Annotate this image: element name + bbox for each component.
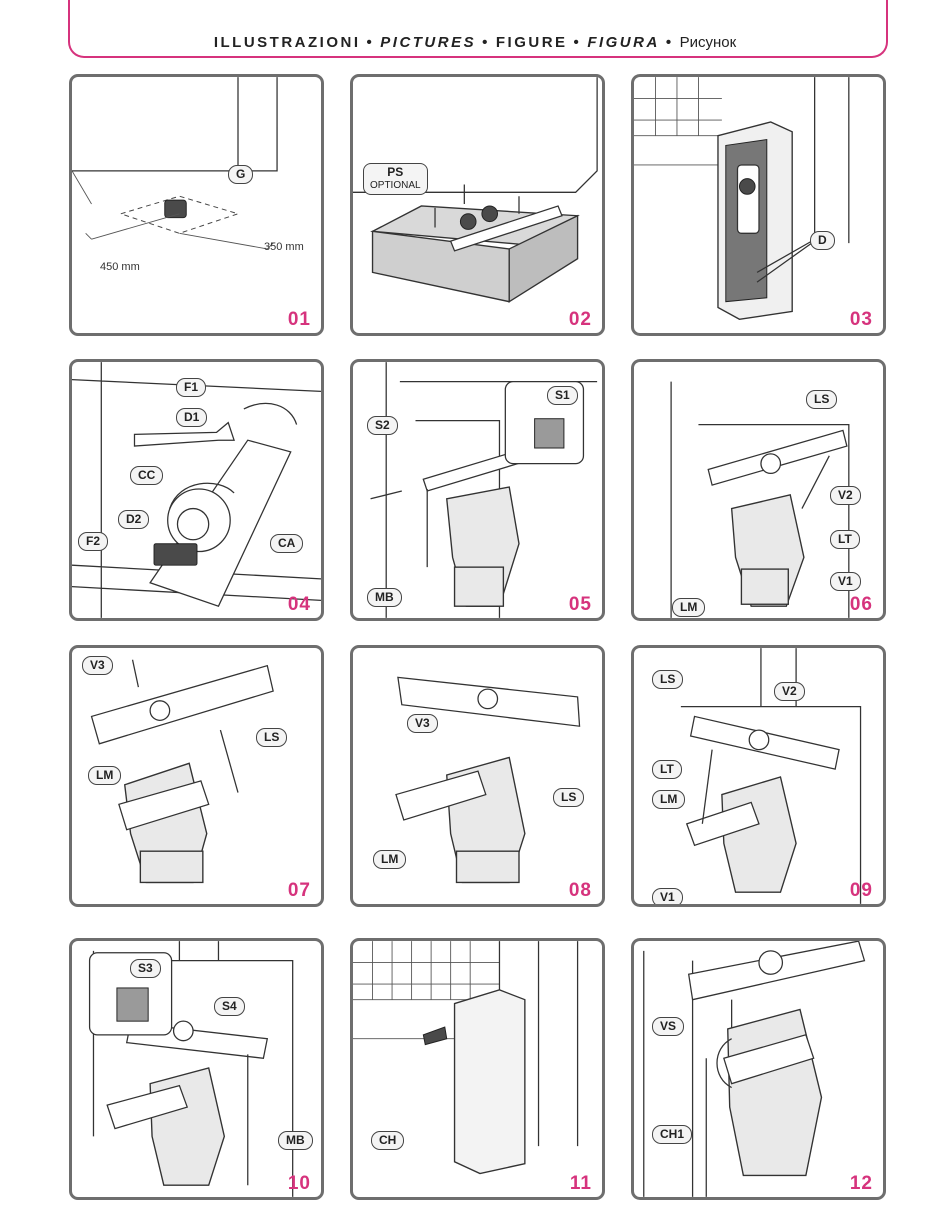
callout-ls: LS: [553, 788, 584, 807]
figure-number: 02: [569, 309, 592, 331]
callout-vs: VS: [652, 1017, 684, 1036]
figure-panel-12: VS CH1 12: [631, 938, 886, 1200]
figure-panel-11: CH 11: [350, 938, 605, 1200]
figure-number: 03: [850, 309, 873, 331]
callout-mb: MB: [278, 1131, 313, 1150]
callout-lm: LM: [373, 850, 406, 869]
title-russian: Рисунок: [680, 34, 737, 51]
callout-mb: MB: [367, 588, 402, 607]
figure-panel-02: PS OPTIONAL 02: [350, 74, 605, 336]
figure-number: 01: [288, 309, 311, 331]
callout-s3: S3: [130, 959, 161, 978]
callout-v3: V3: [407, 714, 438, 733]
title-english: PICTURES: [380, 34, 476, 51]
callout-ch: CH: [371, 1131, 404, 1150]
title-french: FIGURE: [496, 34, 568, 51]
figure-panel-07: V3 LS LM 07: [69, 645, 324, 907]
figure-panel-09: LS V2 LT LM V1 09: [631, 645, 886, 907]
callout-lt: LT: [830, 530, 860, 549]
figure-number: 11: [570, 1173, 592, 1195]
callout-lm: LM: [88, 766, 121, 785]
callout-v3: V3: [82, 656, 113, 675]
figure-02-illustration: [353, 77, 602, 333]
callout-f2: F2: [78, 532, 108, 551]
figure-panel-05: S2 S1 MB 05: [350, 359, 605, 621]
ps-optional-label: OPTIONAL: [370, 179, 421, 192]
figure-01-illustration: [72, 77, 321, 333]
figure-number: 04: [288, 594, 311, 616]
callout-s4: S4: [214, 997, 245, 1016]
callout-ls: LS: [806, 390, 837, 409]
figure-panel-08: V3 LS LM 08: [350, 645, 605, 907]
callout-v1: V1: [652, 888, 683, 907]
callout-lm: LM: [672, 598, 705, 617]
separator: •: [367, 34, 375, 51]
separator: •: [482, 34, 490, 51]
callout-ls: LS: [256, 728, 287, 747]
figure-number: 08: [569, 880, 592, 902]
callout-d: D: [810, 231, 835, 250]
figure-12-illustration: [634, 941, 883, 1197]
figure-number: 10: [288, 1173, 311, 1195]
separator: •: [574, 34, 582, 51]
separator: •: [666, 34, 674, 51]
callout-cc: CC: [130, 466, 163, 485]
figure-number: 05: [569, 594, 592, 616]
figure-number: 12: [850, 1173, 873, 1195]
callout-v2: V2: [830, 486, 861, 505]
dimension-350: 350 mm: [264, 241, 304, 253]
callout-ls: LS: [652, 670, 683, 689]
figure-panel-06: LS V2 LT V1 LM 06: [631, 359, 886, 621]
figure-number: 07: [288, 880, 311, 902]
callout-ch1: CH1: [652, 1125, 692, 1144]
figure-panel-03: D 03: [631, 74, 886, 336]
page-title: ILLUSTRAZIONI • PICTURES • FIGURE • FIGURA • Рис…: [0, 34, 950, 51]
dimension-450: 450 mm: [100, 261, 140, 273]
title-spanish: FIGURA: [587, 34, 660, 51]
figure-panel-10: S3 S4 MB 10: [69, 938, 324, 1200]
callout-g: G: [228, 165, 253, 184]
figure-11-illustration: [353, 941, 602, 1197]
callout-lm: LM: [652, 790, 685, 809]
callout-ca: CA: [270, 534, 303, 553]
ps-label: PS: [387, 165, 403, 179]
figure-number: 09: [850, 880, 873, 902]
callout-d2: D2: [118, 510, 149, 529]
title-italian: ILLUSTRAZIONI: [214, 34, 361, 51]
callout-v2: V2: [774, 682, 805, 701]
callout-lt: LT: [652, 760, 682, 779]
callout-ps: PS OPTIONAL: [363, 163, 428, 195]
figure-number: 06: [850, 594, 873, 616]
figure-04-illustration: [72, 362, 321, 618]
callout-d1: D1: [176, 408, 207, 427]
figure-panel-04: F1 D1 CC D2 F2 CA 04: [69, 359, 324, 621]
figure-panel-01: G 450 mm 350 mm 01: [69, 74, 324, 336]
figure-10-illustration: [72, 941, 321, 1197]
callout-s1: S1: [547, 386, 578, 405]
callout-s2: S2: [367, 416, 398, 435]
figure-03-illustration: [634, 77, 883, 333]
callout-f1: F1: [176, 378, 206, 397]
callout-v1: V1: [830, 572, 861, 591]
